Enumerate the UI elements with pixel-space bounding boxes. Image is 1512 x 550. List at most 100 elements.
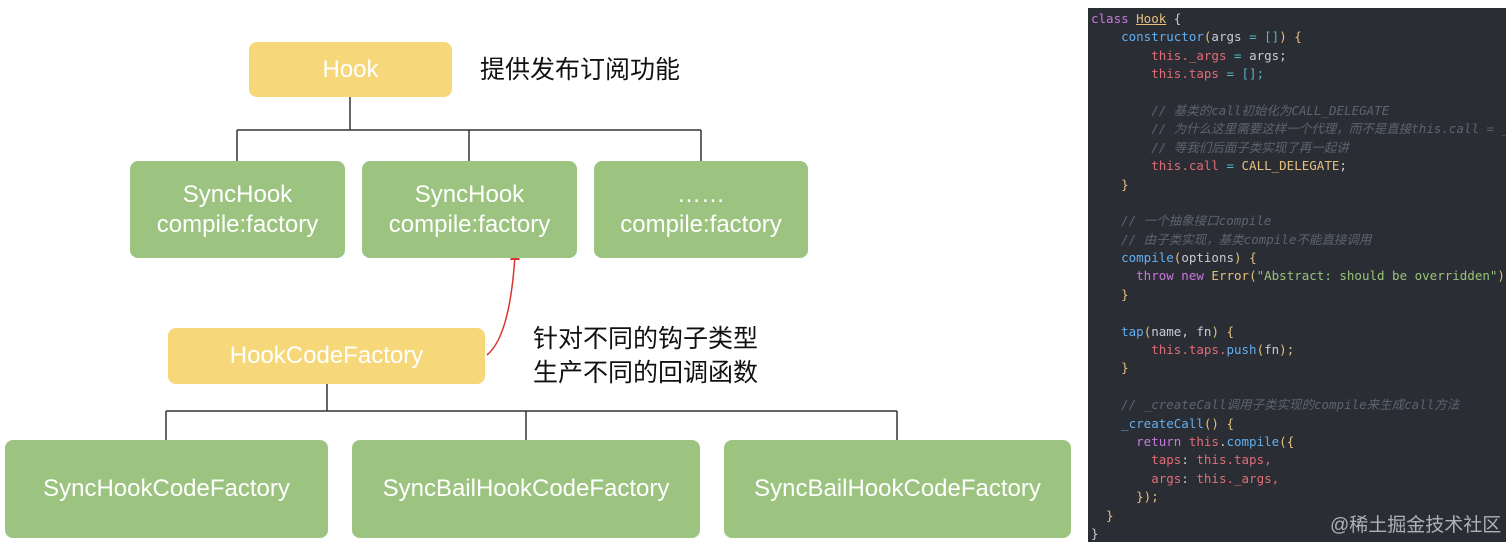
code-token: .call: [1181, 158, 1227, 174]
factory-node: SyncBailHookCodeFactory: [352, 440, 700, 538]
code-token: []: [1264, 29, 1280, 45]
code-line: [1088, 84, 1506, 102]
factory-node-label: SyncBailHookCodeFactory: [754, 475, 1041, 502]
code-token: this: [1188, 433, 1219, 449]
code-line: // _createCall调用子类实现的compile来生成call方法: [1088, 396, 1506, 414]
code-line: this.taps = [];: [1088, 65, 1506, 83]
code-token: (: [1143, 323, 1152, 339]
code-token: }: [1091, 360, 1129, 376]
code-token: fn: [1264, 342, 1280, 358]
code-token: );: [1497, 268, 1506, 284]
hook-label: Hook: [322, 55, 379, 83]
code-token: _createCall: [1091, 415, 1204, 431]
code-line: constructor(args = []) {: [1088, 28, 1506, 46]
code-token: :: [1181, 470, 1197, 486]
code-line: // 为什么这里需要这样一个代理，而不是直接this.call = _c: [1088, 120, 1506, 138]
code-token: ;: [1339, 158, 1347, 174]
node-title: SyncHook: [414, 180, 525, 208]
watermark: @稀土掘金技术社区: [1330, 515, 1502, 536]
code-token: (: [1173, 250, 1182, 266]
code-token: .taps.: [1181, 342, 1227, 358]
node-subtitle: compile:factory: [620, 210, 782, 238]
code-token: class: [1091, 11, 1137, 26]
factory-node: SyncBailHookCodeFactory: [724, 440, 1071, 538]
code-token: // 一个抽象接口compile: [1091, 213, 1272, 229]
code-token: () {: [1203, 415, 1234, 431]
code-token: // 基类的call初始化为CALL_DELEGATE: [1091, 102, 1390, 118]
code-token: compile: [1091, 250, 1174, 266]
factory-label: HookCodeFactory: [229, 342, 424, 369]
code-token: CALL_DELEGATE: [1241, 158, 1340, 174]
code-line: this.taps.push(fn);: [1088, 341, 1506, 359]
code-line: }: [1088, 286, 1506, 304]
code-token: Error: [1211, 268, 1250, 284]
code-line: }: [1088, 525, 1506, 542]
hook-node: Hook: [249, 42, 452, 97]
code-token: ._args,: [1226, 470, 1280, 486]
code-line: }: [1088, 176, 1506, 194]
code-token: this: [1091, 47, 1182, 63]
code-line: [1088, 194, 1506, 212]
code-line: _createCall() {: [1088, 415, 1506, 433]
code-token: }: [1091, 525, 1099, 541]
node-subtitle: compile:factory: [156, 210, 319, 238]
code-line: });: [1088, 488, 1506, 506]
code-token: this: [1091, 66, 1182, 82]
code-token: // 由子类实现，基类compile不能直接调用: [1091, 231, 1372, 247]
factory-node-label: SyncBailHookCodeFactory: [382, 475, 670, 502]
code-token: taps: [1091, 452, 1182, 468]
code-line: this.call = CALL_DELEGATE;: [1088, 157, 1506, 175]
factory-note: 针对不同的钩子类型生产不同的回调函数: [533, 322, 758, 390]
code-line: // 一个抽象接口compile: [1088, 212, 1506, 230]
code-token: args: [1211, 29, 1250, 45]
code-line: compile(options) {: [1088, 249, 1506, 267]
code-token: compile: [1226, 433, 1280, 449]
code-line: // 等我们后面子类实现了再一起讲: [1088, 139, 1506, 157]
code-token: :: [1181, 452, 1197, 468]
code-token: this: [1196, 470, 1227, 486]
code-token: =: [1226, 66, 1242, 82]
code-token: }: [1091, 507, 1114, 523]
hook-note: 提供发布订阅功能: [480, 56, 681, 84]
code-token: // _createCall调用子类实现的compile来生成call方法: [1091, 397, 1460, 413]
code-line: throw new Error("Abstract: should be ove…: [1088, 267, 1506, 285]
hookcodefactory-node: HookCodeFactory: [168, 328, 485, 384]
code-token: );: [1279, 342, 1295, 358]
code-line: tap(name, fn) {: [1088, 323, 1506, 341]
code-line: // 由子类实现，基类compile不能直接调用: [1088, 231, 1506, 249]
code-token: this: [1196, 452, 1227, 468]
code-token: .taps,: [1226, 452, 1272, 468]
code-token: ({: [1279, 433, 1295, 449]
code-token: }: [1091, 176, 1129, 192]
code-token: return: [1091, 433, 1189, 449]
code-token: // 为什么这里需要这样一个代理，而不是直接this.call = _c: [1091, 121, 1506, 137]
code-token: }: [1091, 286, 1129, 302]
code-token: ) {: [1234, 250, 1257, 266]
node-title: SyncHook: [182, 180, 293, 208]
code-token: .taps: [1181, 66, 1227, 82]
code-token: =: [1234, 47, 1250, 63]
node-title: ……: [677, 180, 725, 208]
node-subtitle: compile:factory: [388, 210, 551, 238]
code-line: args: this._args,: [1088, 470, 1506, 488]
code-line: taps: this.taps,: [1088, 451, 1506, 469]
code-token: push: [1226, 342, 1257, 358]
code-token: });: [1091, 489, 1159, 505]
code-token: "Abstract: should be overridden": [1256, 268, 1498, 284]
code-token: args;: [1249, 47, 1287, 63]
code-token: options: [1181, 250, 1235, 266]
code-line: class Hook {: [1088, 10, 1506, 28]
code-token: args: [1091, 470, 1182, 486]
code-line: [1088, 378, 1506, 396]
note-line: 生产不同的回调函数: [533, 359, 759, 387]
code-token: constructor: [1091, 29, 1204, 45]
code-line: return this.compile({: [1088, 433, 1506, 451]
code-token: throw new: [1091, 268, 1212, 284]
code-panel: class Hook { constructor(args = []) { th…: [1088, 8, 1506, 542]
note-line: 针对不同的钩子类型: [533, 325, 759, 353]
code-token: this: [1091, 342, 1182, 358]
code-token: (: [1256, 342, 1265, 358]
code-line: [1088, 304, 1506, 322]
